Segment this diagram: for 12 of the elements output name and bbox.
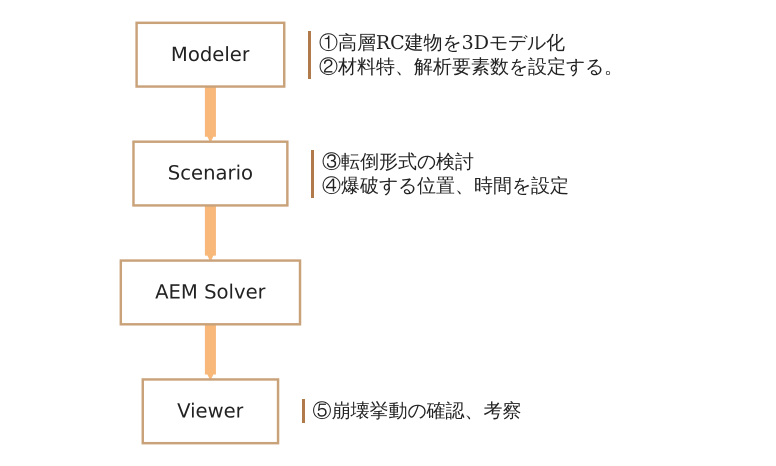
node-box: Modeler bbox=[134, 22, 286, 88]
node-box: AEM Solver bbox=[119, 259, 301, 326]
arrow bbox=[204, 86, 216, 142]
annotation-text: ④爆破する位置、時間を設定 bbox=[322, 174, 569, 198]
arrow bbox=[204, 323, 216, 380]
arrow bbox=[204, 204, 216, 262]
node-box: Viewer bbox=[141, 378, 279, 444]
node-box: Scenario bbox=[132, 140, 288, 207]
annotation-text: ③転倒形式の検討 bbox=[322, 150, 475, 174]
annotation-text: ②材料特、解析要素数を設定する。 bbox=[318, 54, 623, 79]
annotation-text: ①高層RC建物を3Dモデル化 bbox=[318, 30, 566, 55]
annotation-text: ⑤崩壊挙動の確認、考察 bbox=[312, 399, 522, 424]
